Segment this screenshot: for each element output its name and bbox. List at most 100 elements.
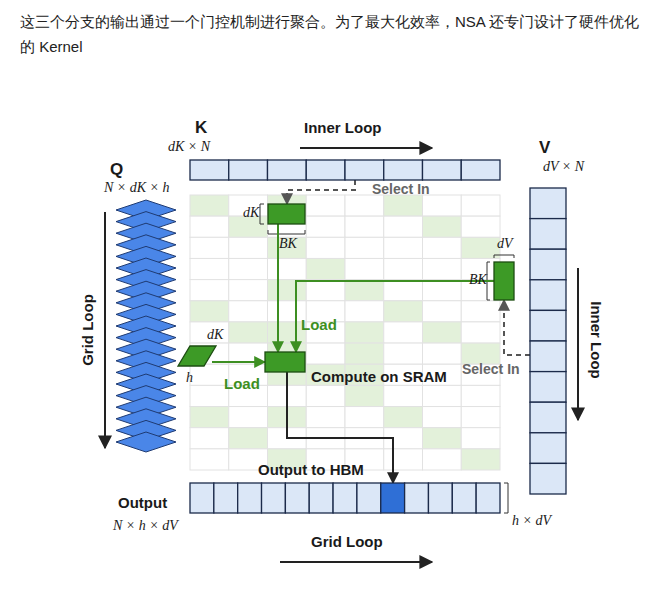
dimension-label: dK [207, 327, 223, 343]
tile [190, 483, 214, 513]
loop-arrow [300, 147, 432, 149]
grid-cell [229, 258, 268, 279]
edge-label: Load [224, 375, 260, 392]
node-shape [190, 160, 500, 180]
grid-cell [345, 407, 384, 428]
grid-cell [229, 428, 268, 449]
grid-cell [190, 195, 229, 216]
connector [212, 361, 265, 363]
grid-cell [306, 216, 345, 237]
node-shape [268, 204, 305, 224]
connector [296, 281, 494, 352]
grid-cell [345, 216, 384, 237]
tile [268, 160, 307, 180]
grid-cell [306, 195, 345, 216]
node-shape [494, 262, 514, 300]
dimension-bracket [504, 483, 508, 513]
grid-cell [229, 301, 268, 322]
tile [530, 463, 566, 494]
tile [190, 160, 229, 180]
grid-cell [423, 322, 462, 343]
grid-cell [384, 301, 423, 322]
tile [428, 483, 452, 513]
grid-cell [190, 407, 229, 428]
grid-cell [461, 322, 500, 343]
tile [357, 483, 381, 513]
grid-cell [345, 343, 384, 364]
loop-arrow [577, 268, 579, 420]
grid-cell [423, 449, 462, 470]
grid-cell [268, 322, 307, 343]
grid-cell [384, 407, 423, 428]
grid-cell [229, 237, 268, 258]
tile [333, 483, 357, 513]
node-shape [265, 352, 305, 372]
query-block: dKh [178, 346, 216, 366]
key-bar: KdK × N [190, 160, 500, 180]
grid-cell [461, 216, 500, 237]
query-stack: QN × dK × h [115, 200, 177, 452]
edge-label: Select In [372, 181, 430, 197]
tile [452, 483, 476, 513]
grid-cell [384, 195, 423, 216]
loop-label: Inner Loop [304, 119, 382, 136]
grid-cell [423, 216, 462, 237]
grid-cell [306, 407, 345, 428]
tile [238, 483, 262, 513]
grid-cell [384, 280, 423, 301]
tile [530, 402, 566, 433]
connector [287, 180, 355, 204]
connector [504, 300, 530, 355]
grid-cell [384, 258, 423, 279]
query-tile [116, 432, 176, 452]
loop-label: Inner Loop [587, 301, 604, 379]
output-bar: OutputN × h × dVh × dV [190, 483, 500, 513]
tile [423, 160, 462, 180]
grid-cell [268, 301, 307, 322]
tile [530, 372, 566, 403]
grid-cell [423, 407, 462, 428]
grid-cell [423, 280, 462, 301]
loop-arrow [280, 561, 432, 563]
grid-cell [229, 322, 268, 343]
value-block: dVBK [494, 262, 514, 300]
tile [405, 483, 429, 513]
tile [530, 280, 566, 311]
dimension-label: dV [497, 236, 513, 252]
query-tile [178, 346, 216, 366]
node-shape [530, 188, 566, 494]
grid-cell [190, 449, 229, 470]
tile [285, 483, 309, 513]
tile [229, 160, 268, 180]
grid-cell [384, 237, 423, 258]
tile [381, 483, 405, 513]
grid-cell [345, 280, 384, 301]
grid-cell [229, 280, 268, 301]
value-bar: VdV × N [530, 188, 566, 494]
tile [530, 341, 566, 372]
grid-cell [306, 237, 345, 258]
dimension-label: BK [279, 236, 297, 252]
grid-cell [190, 258, 229, 279]
dimension-label: h × dV [512, 513, 551, 529]
grid-cell [423, 301, 462, 322]
block-tile [265, 352, 305, 372]
grid-cell [190, 385, 229, 406]
grid-cell [190, 428, 229, 449]
tile [530, 310, 566, 341]
grid-cell [423, 258, 462, 279]
edge-label: Load [301, 316, 337, 333]
node-label: Output [118, 494, 167, 511]
dimension-label: BK [469, 272, 487, 288]
tile [306, 160, 345, 180]
grid-cell [384, 216, 423, 237]
dimension-label: dK × N [168, 139, 210, 155]
block-tile [268, 204, 305, 224]
grid-cell [306, 258, 345, 279]
grid-cell [345, 301, 384, 322]
tile [530, 249, 566, 280]
loop-label: Grid Loop [311, 533, 383, 550]
attention-grid [190, 195, 500, 470]
grid-cell [268, 280, 307, 301]
